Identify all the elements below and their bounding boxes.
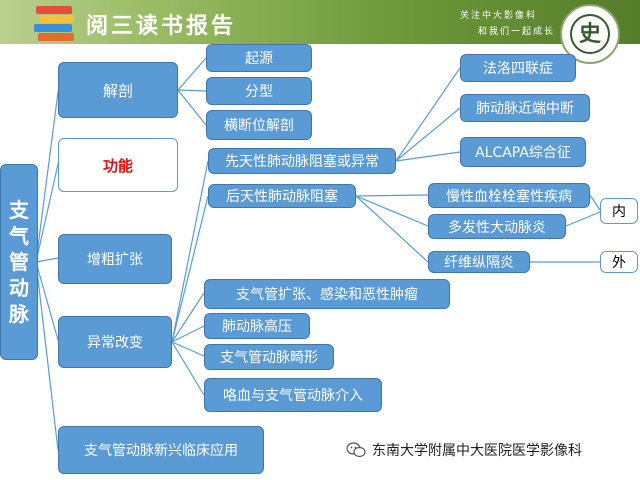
slogan-line-2: 和我们一起成长 (478, 27, 556, 37)
link-abnormal-ph (171, 325, 205, 343)
link-abnormal-congenital (171, 160, 209, 343)
root-char-5: 脉 (9, 302, 29, 326)
node-cted: 慢性血栓栓塞性疾病 (428, 183, 590, 208)
header-title: 阅三读书报告 (86, 13, 237, 39)
wechat-icon (346, 442, 366, 458)
node-emerging: 支气管动脉新兴临床应用 (58, 426, 264, 474)
node-congenital: 先天性肺动脉阻塞或异常 (208, 148, 396, 174)
node-alcapa: ALCAPA综合征 (460, 137, 586, 167)
tag-outer: 外 (600, 251, 638, 273)
link-abnormal-malformation (171, 341, 205, 357)
node-cross-section: 横断位解剖 (206, 110, 312, 140)
link-abnormal-acquired (171, 195, 209, 343)
link-root-abnormal (35, 261, 59, 341)
link-congenital-alcapa (395, 151, 461, 162)
link-anatomy-type (177, 89, 207, 92)
node-bronchiectasis: 支气管扩张、感染和恶性肿瘤 (204, 279, 450, 309)
root-node: 支 气 管 动 脉 (0, 164, 38, 360)
link-congenital-proximal (395, 107, 461, 162)
link-congenital-tof (395, 67, 461, 162)
node-takayasu: 多发性大动脉炎 (428, 214, 566, 239)
link-abnormal-bronchiectasis (171, 292, 205, 343)
node-anatomy: 解剖 (58, 62, 178, 118)
link-acquired-takayasu (355, 195, 429, 227)
node-acquired: 后天性肺动脉阻塞 (208, 184, 356, 208)
root-char-4: 动 (9, 276, 29, 300)
node-fibrosing-mediastinitis: 纤维纵隔炎 (428, 251, 530, 273)
root-char-3: 管 (9, 250, 29, 274)
footer-text: 东南大学附属中大医院医学影像科 (372, 443, 582, 459)
node-hemoptysis: 咯血与支气管动脉介入 (204, 378, 382, 412)
link-takayasu-inner (565, 211, 601, 227)
link-root-emerging (35, 261, 59, 451)
link-root-anatomy (35, 91, 59, 263)
node-pulmonary-hypertension: 肺动脉高压 (204, 313, 310, 339)
root-char-2: 气 (9, 224, 29, 248)
link-acquired-cted (355, 194, 429, 197)
root-char-1: 支 (9, 198, 29, 222)
seal-character: 史 (570, 14, 610, 54)
link-abnormal-hemoptysis (171, 341, 205, 396)
node-type: 分型 (206, 77, 312, 105)
books-icon (34, 2, 78, 42)
link-root-function (35, 163, 59, 263)
node-abnormal: 异常改变 (58, 316, 172, 368)
link-acquired-fibrosing (355, 195, 429, 263)
tag-inner: 内 (600, 198, 638, 224)
node-proximal-interruption: 肺动脉近端中断 (460, 94, 590, 122)
node-malformation: 支气管动脉畸形 (204, 344, 334, 370)
node-enlargement: 增粗扩张 (58, 234, 172, 284)
link-cted-inner (589, 194, 601, 211)
footer-credit: 东南大学附属中大医院医学影像科 (346, 440, 582, 460)
link-root-enlargement (35, 257, 59, 263)
link-anatomy-origin (177, 57, 207, 91)
link-anatomy-cross (177, 89, 207, 126)
node-origin: 起源 (206, 44, 312, 72)
node-tetralogy-of-fallot: 法洛四联症 (460, 54, 576, 82)
slogan-line-1: 关注中大影像科 (460, 11, 538, 21)
header-banner: 阅三读书报告 关注中大影像科 和我们一起成长 (0, 0, 640, 44)
node-function: 功能 (58, 138, 178, 192)
